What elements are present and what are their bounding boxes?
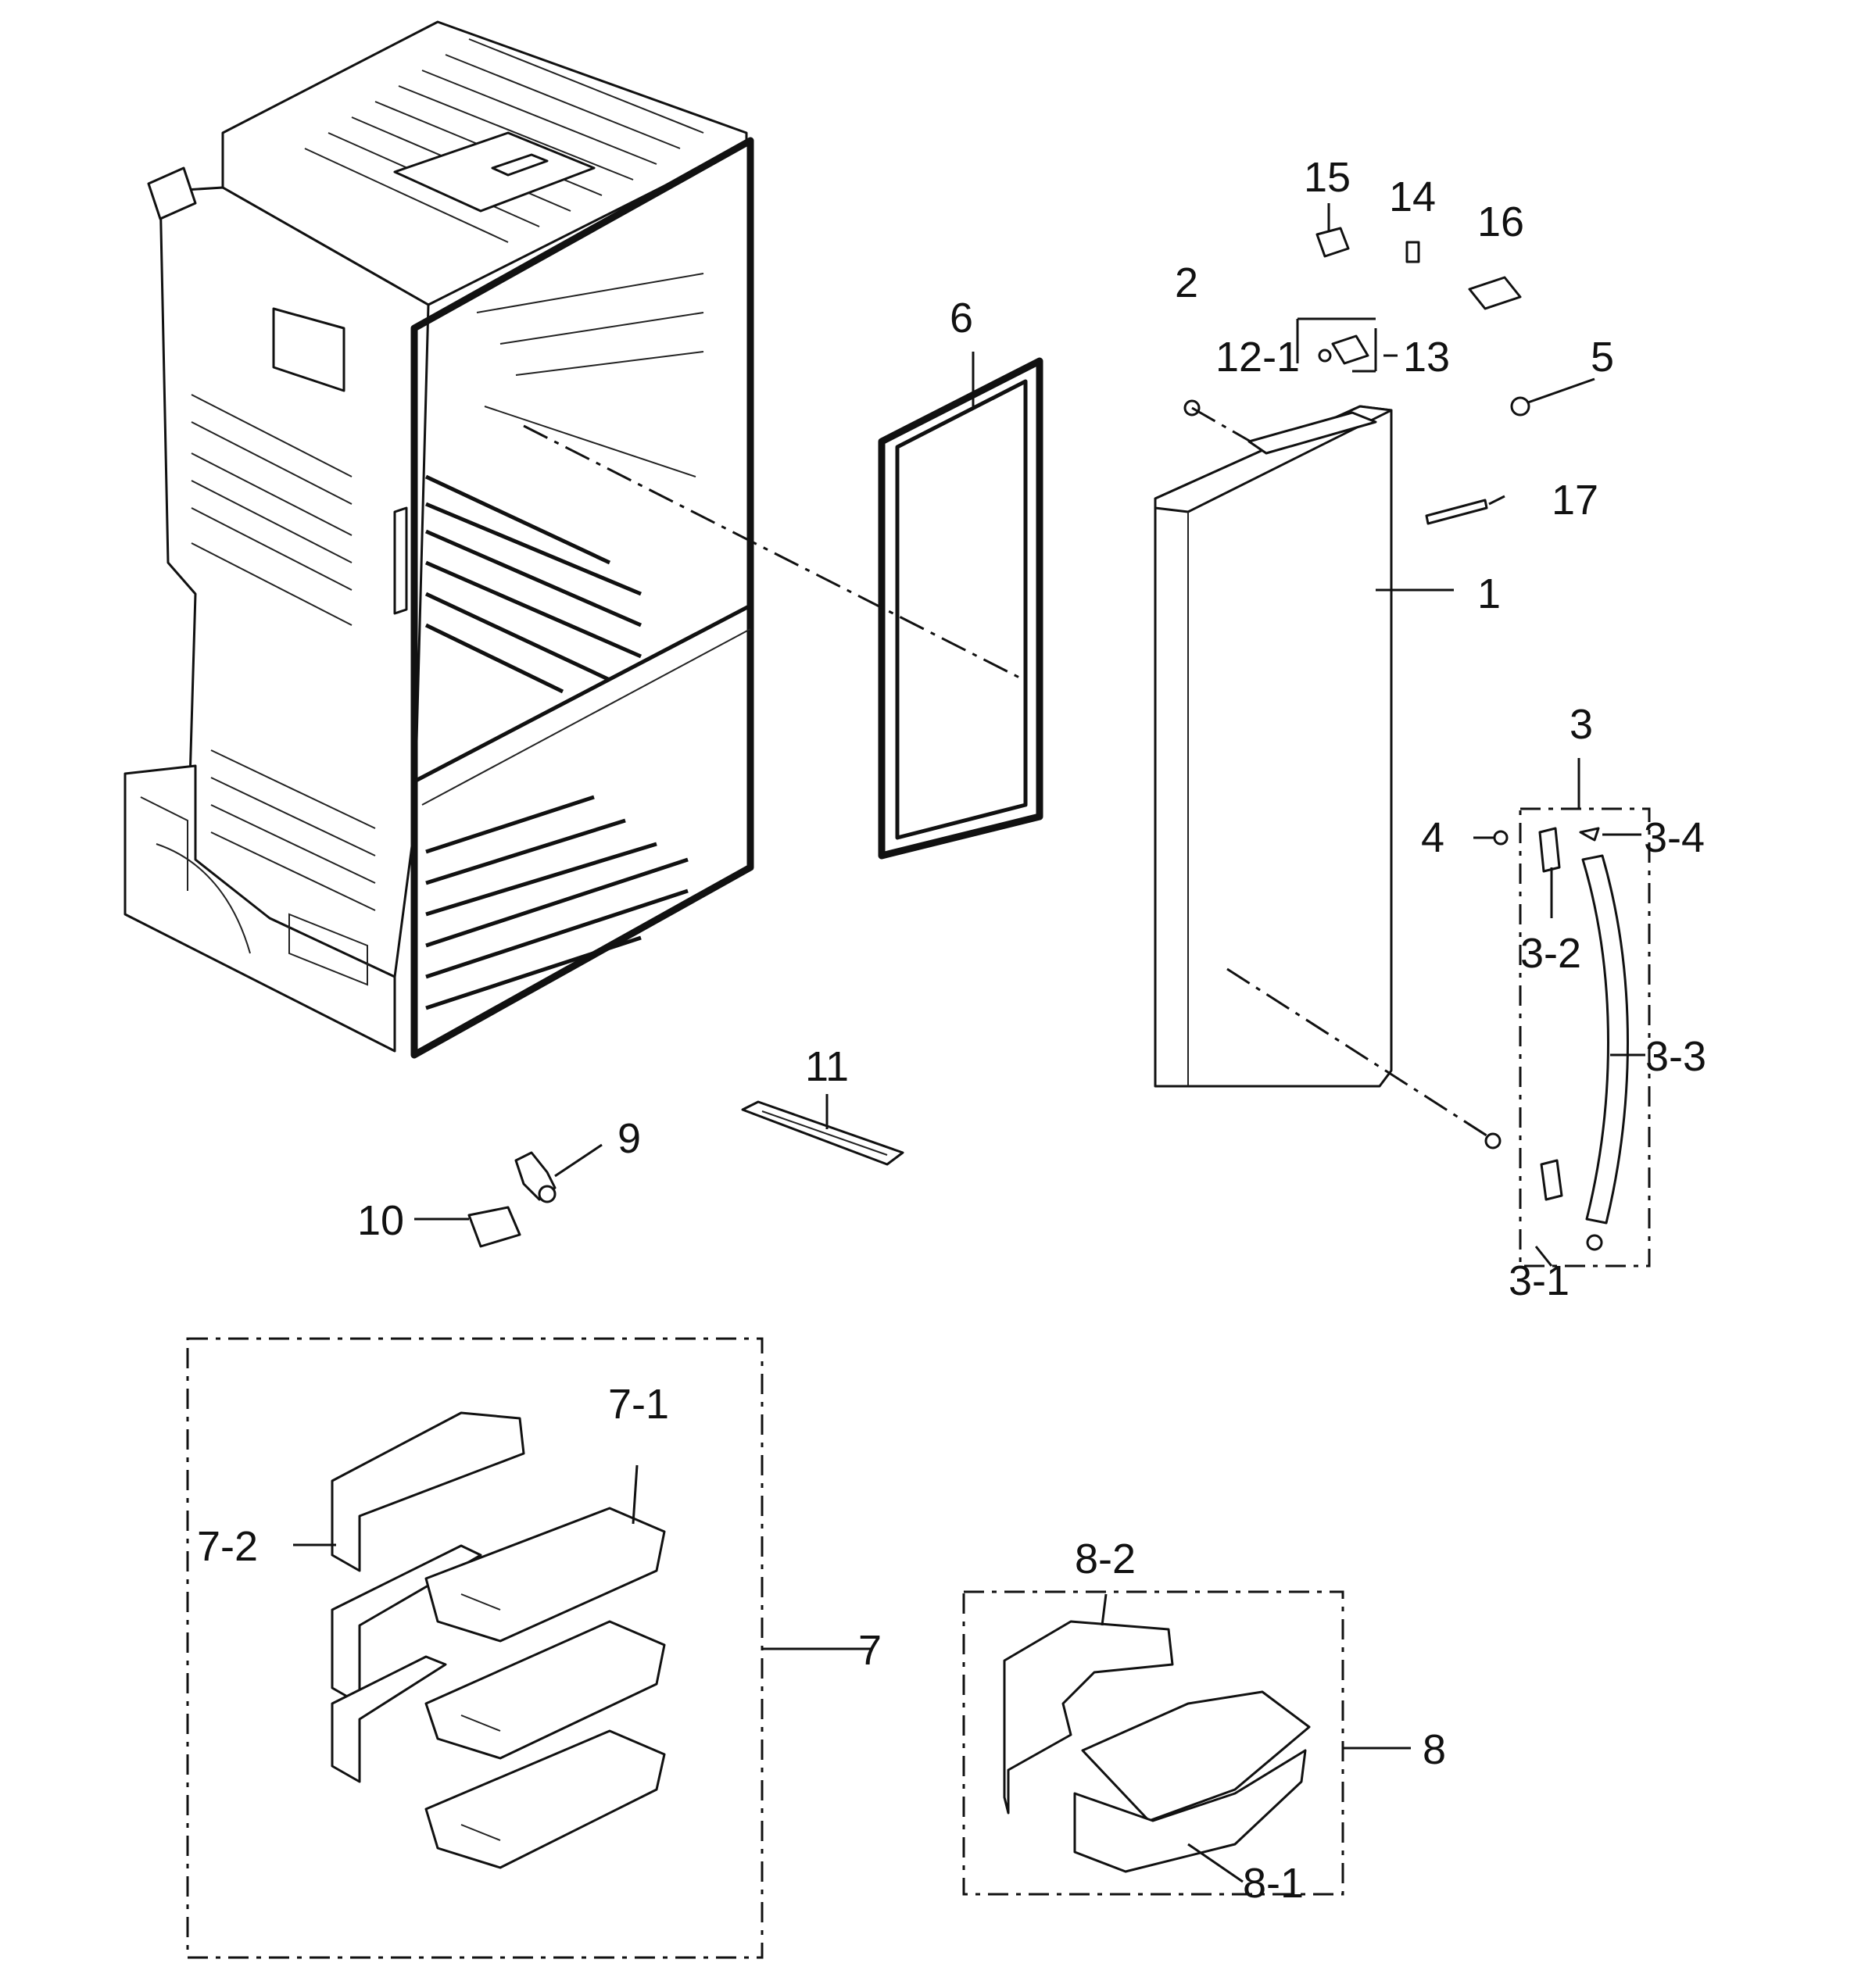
callout-6: 6 bbox=[950, 295, 973, 341]
callout-7-2: 7-2 bbox=[197, 1523, 258, 1570]
callout-5: 5 bbox=[1591, 334, 1614, 381]
door-panel bbox=[1154, 405, 1393, 1088]
callout-7-1: 7-1 bbox=[608, 1381, 669, 1428]
callout-2: 2 bbox=[1175, 259, 1198, 306]
callout-3-4: 3-4 bbox=[1644, 814, 1705, 861]
callout-8: 8 bbox=[1423, 1726, 1446, 1773]
callout-8-1: 8-1 bbox=[1243, 1860, 1304, 1907]
bins-assembly-8 bbox=[962, 1590, 1344, 1896]
callout-12-1: 12-1 bbox=[1215, 334, 1300, 381]
door-gasket bbox=[878, 357, 1043, 860]
callout-14: 14 bbox=[1389, 173, 1436, 220]
callout-3-1: 3-1 bbox=[1509, 1257, 1570, 1304]
leader-lines bbox=[293, 203, 1645, 1883]
callout-7: 7 bbox=[858, 1627, 882, 1674]
callout-13: 13 bbox=[1403, 334, 1450, 381]
callout-3-2: 3-2 bbox=[1520, 930, 1581, 977]
callout-17: 17 bbox=[1552, 477, 1598, 524]
callout-10: 10 bbox=[357, 1197, 404, 1244]
door-bins-assembly bbox=[186, 1337, 764, 1959]
callout-16: 16 bbox=[1477, 198, 1524, 245]
callout-3: 3 bbox=[1570, 701, 1593, 748]
lower-small-parts bbox=[467, 1100, 904, 1248]
callout-1: 1 bbox=[1477, 570, 1501, 617]
callout-11: 11 bbox=[805, 1043, 849, 1090]
callout-3-3: 3-3 bbox=[1645, 1033, 1706, 1080]
handle-assembly bbox=[1484, 807, 1651, 1268]
assembly-lines bbox=[523, 406, 1490, 1139]
callout-9: 9 bbox=[617, 1115, 641, 1162]
callout-15: 15 bbox=[1304, 154, 1351, 201]
cabinet-assembly bbox=[123, 20, 754, 1059]
callout-8-2: 8-2 bbox=[1075, 1536, 1136, 1582]
callout-4: 4 bbox=[1421, 814, 1444, 861]
callout-labels: 15 14 16 2 6 12-1 13 5 17 1 3 4 3-4 3-2 … bbox=[197, 154, 1706, 1907]
